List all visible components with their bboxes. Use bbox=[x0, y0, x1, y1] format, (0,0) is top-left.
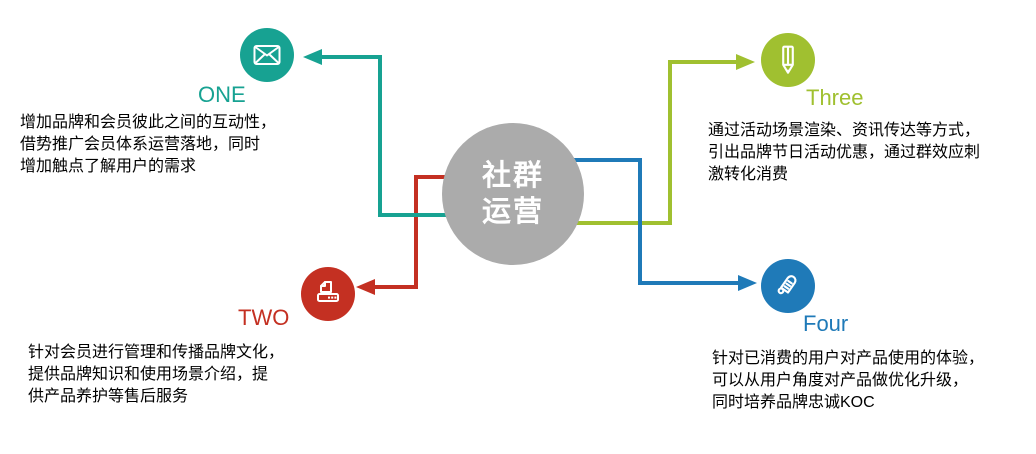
node-three-circle bbox=[761, 33, 815, 87]
envelope-icon bbox=[253, 45, 281, 65]
printer-icon bbox=[317, 281, 339, 302]
node-three-label: Three bbox=[806, 85, 864, 110]
arrowhead-three bbox=[736, 54, 755, 70]
node-four-circle bbox=[761, 259, 815, 313]
node-two-circle bbox=[301, 267, 355, 321]
center-node: 社群 运营 bbox=[442, 123, 584, 265]
node-two-description: 针对会员进行管理和传播品牌文化， 提供品牌知识和使用场景介绍，提 供产品养护等售… bbox=[28, 344, 285, 405]
node-three-description: 通过活动场景渲染、资讯传达等方式， 引出品牌节日活动优惠，通过群效应刺 激转化消… bbox=[708, 122, 981, 183]
center-title-line2: 运营 bbox=[481, 196, 544, 228]
node-four-label: Four bbox=[803, 311, 849, 336]
pencil-icon bbox=[782, 45, 794, 74]
connector-four bbox=[513, 158, 757, 291]
node-one-circle bbox=[240, 28, 294, 82]
scroll-icon bbox=[777, 275, 797, 295]
node-one-description: 增加品牌和会员彼此之间的互动性， 借势推广会员体系运营落地，同时 增加触点了解用… bbox=[20, 114, 277, 175]
node-one-label: ONE bbox=[198, 82, 246, 107]
arrowhead-four bbox=[738, 275, 757, 291]
arrowhead-two bbox=[356, 279, 375, 295]
center-title-line1: 社群 bbox=[481, 160, 544, 192]
arrowhead-one bbox=[303, 49, 322, 65]
node-two-label: TWO bbox=[238, 305, 290, 330]
node-four-description: 针对已消费的用户对产品使用的体验， 可以从用户角度对产品做优化升级， 同时培养品… bbox=[712, 350, 985, 411]
connector-three bbox=[513, 54, 755, 225]
